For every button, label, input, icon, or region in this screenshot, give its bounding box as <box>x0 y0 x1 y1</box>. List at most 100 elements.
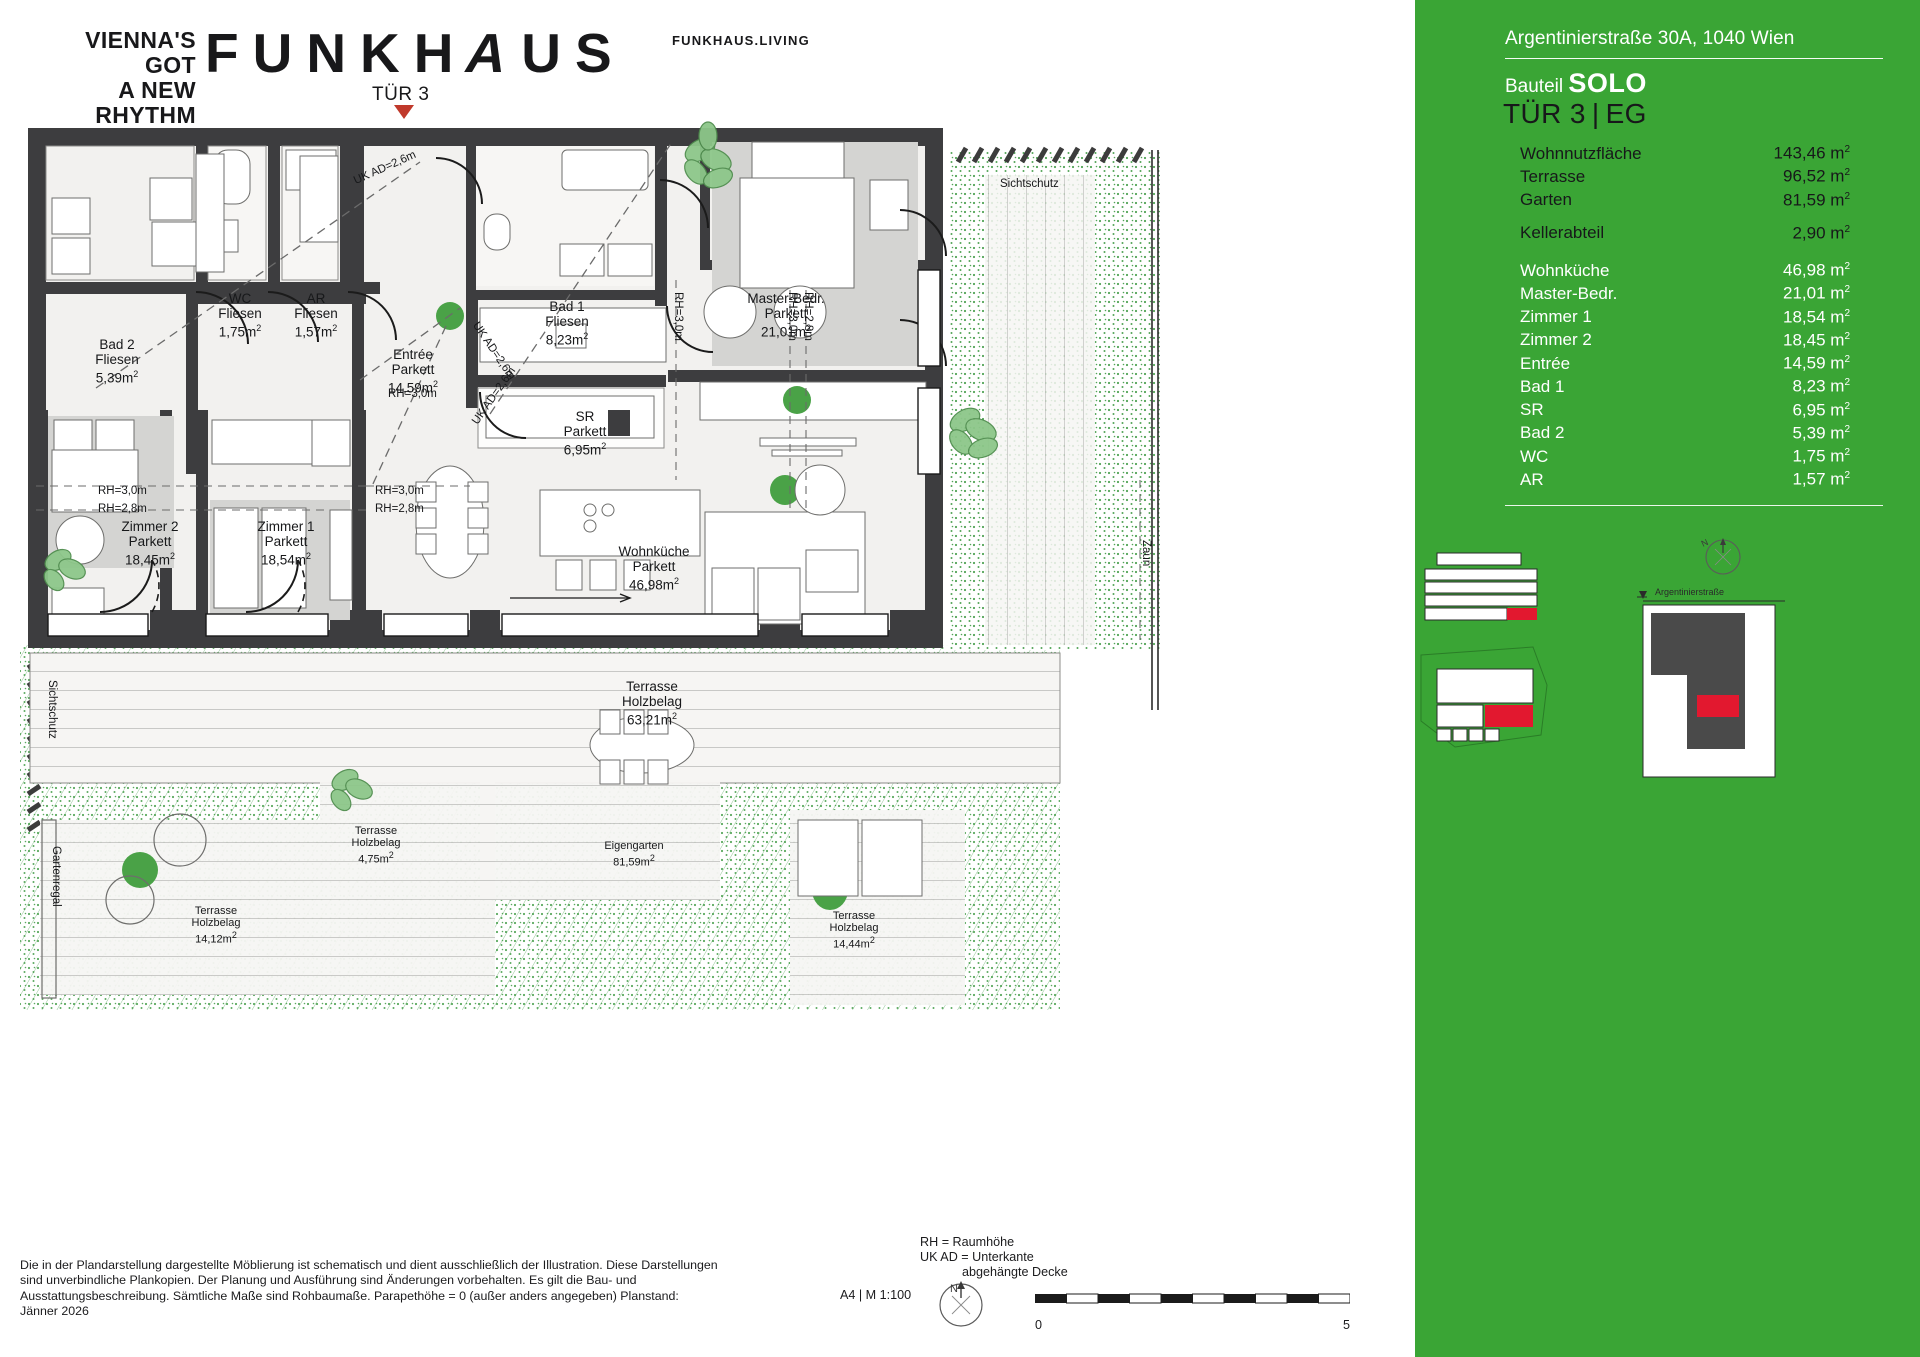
area-group-rooms: Wohnküche 46,98 m2 Master-Bedr. 21,01 m2… <box>1520 257 1850 490</box>
sichtschutz-north <box>955 146 1145 164</box>
brand-text-part2: US <box>521 22 626 84</box>
area-label: Zimmer 2 <box>1520 330 1592 350</box>
rh-dashed-guides <box>36 280 1141 640</box>
compass-rose-icon: N <box>1700 537 1741 575</box>
site-block-diagram: Argentinierstraße <box>1637 587 1785 778</box>
site-plan-diagram <box>1420 646 1548 748</box>
area-row: Garten 81,59 m2 <box>1520 187 1850 210</box>
area-value: 1,75 m2 <box>1792 446 1850 466</box>
area-value: 18,45 m2 <box>1783 330 1850 350</box>
page-header: VIENNA'S GOT A NEW RHYTHM FUNKHAUS FUNKH… <box>0 0 1415 130</box>
area-value: 21,01 m2 <box>1783 283 1850 303</box>
annotation-rh-east-3: RH=2,8m <box>802 292 814 341</box>
area-row: WC 1,75 m2 <box>1520 443 1850 466</box>
tagline-line-4: RHYTHM <box>95 102 196 128</box>
annotation-zaun: Zaun <box>1140 540 1152 567</box>
gartenregal <box>41 819 57 999</box>
terrace-main-deck <box>29 652 1061 784</box>
area-gap <box>1520 210 1850 220</box>
annotation-sichtschutz-west: Sichtschutz <box>46 680 58 739</box>
glazing-south <box>47 593 889 637</box>
area-gap <box>1520 243 1850 257</box>
tagline-line-2: GOT <box>144 52 196 78</box>
area-label: Terrasse <box>1520 166 1586 186</box>
annotation-rh-east-1: RH=3,0m <box>672 292 684 341</box>
area-row: Terrasse 96,52 m2 <box>1520 163 1850 186</box>
legend-block: RH = Raumhöhe UK AD = Unterkante abgehän… <box>920 1235 1068 1280</box>
planstand: Planstand: Jänner 2026 <box>20 1288 679 1319</box>
terrace-sw-deck <box>40 820 320 995</box>
annotation-rh-zimmer2-b: RH=2,8m <box>98 503 147 515</box>
annotation-gartenregal: Gartenregal <box>50 846 62 907</box>
annotation-rh-zimmer2-a: RH=3,0m <box>98 485 147 497</box>
area-value: 1,57 m2 <box>1792 469 1850 489</box>
area-value: 8,23 m2 <box>1792 376 1850 396</box>
funkhaus-logo: FUNKHAUS <box>205 22 626 84</box>
area-value: 2,90 m2 <box>1792 223 1850 243</box>
sidebar-address: Argentinierstraße 30A, 1040 Wien <box>1505 28 1795 49</box>
garden-furniture-west <box>105 813 207 925</box>
building-elevation-diagram <box>1424 552 1538 621</box>
sidebar-door-floor: TÜR 3|EG <box>1503 98 1647 130</box>
area-row: Master-Bedr. 21,01 m2 <box>1520 280 1850 303</box>
brand-subtitle: FUNKHAUS.LIVING <box>672 33 810 48</box>
area-row: Wohnnutzfläche 143,46 m2 <box>1520 140 1850 163</box>
area-value: 143,46 m2 <box>1773 143 1850 163</box>
area-row: Kellerabteil 2,90 m2 <box>1520 220 1850 243</box>
area-value: 14,59 m2 <box>1783 353 1850 373</box>
sidebar-divider <box>1505 505 1883 506</box>
area-value: 18,54 m2 <box>1783 307 1850 327</box>
area-label: AR <box>1520 469 1544 489</box>
annotation-rh-entree: RH=3,0m <box>388 388 437 400</box>
scale-start: 0 <box>1035 1318 1043 1332</box>
terrace-west-deck <box>320 780 495 995</box>
area-label: Bad 2 <box>1520 423 1565 443</box>
area-row: Entrée 14,59 m2 <box>1520 350 1850 373</box>
garden-strip-east <box>950 150 1160 710</box>
area-label: Kellerabteil <box>1520 223 1605 243</box>
area-label: Entrée <box>1520 353 1571 373</box>
area-label: Bad 1 <box>1520 376 1565 396</box>
annotation-rh-east-2: RH=3,0m <box>786 292 798 341</box>
sidebar-floor: EG <box>1605 98 1647 129</box>
scale-end: 5 <box>1342 1318 1350 1332</box>
info-sidebar: Argentinierstraße 30A, 1040 Wien Bauteil… <box>1415 0 1920 1357</box>
tagline-line-3: A NEW <box>118 77 196 103</box>
area-label: Wohnnutzfläche <box>1520 143 1642 163</box>
area-group-primary: Wohnnutzfläche 143,46 m2 Terrasse 96,52 … <box>1520 140 1850 210</box>
tagline-line-1: VIENNA'S <box>85 27 196 53</box>
annotation-rh-zimmer1-b: RH=2,8m <box>375 503 424 515</box>
area-label: Garten <box>1520 190 1572 210</box>
annotation-rh-zimmer1-a: RH=3,0m <box>375 485 424 497</box>
format-scale-label: A4 | M 1:100 <box>840 1288 912 1302</box>
area-label: WC <box>1520 446 1549 466</box>
north-arrow-icon: N <box>930 1272 992 1339</box>
legend-ukad-line2: abgehängte Decke <box>962 1265 1068 1279</box>
scale-bar: 0 5 <box>1035 1290 1351 1332</box>
plan-vector-layer <box>20 121 1160 1010</box>
area-value: 81,59 m2 <box>1783 190 1850 210</box>
legend-rh: RH = Raumhöhe <box>920 1235 1015 1249</box>
svg-text:N: N <box>1700 537 1710 549</box>
brand-slant-a: A <box>460 22 529 84</box>
area-row: SR 6,95 m2 <box>1520 397 1850 420</box>
area-row: Wohnküche 46,98 m2 <box>1520 257 1850 280</box>
disclaimer-text: Die in der Plandarstellung dargestellte … <box>20 1258 720 1320</box>
area-value: 46,98 m2 <box>1783 260 1850 280</box>
area-label: Wohnküche <box>1520 260 1610 280</box>
floor-plan-drawing: Bad 2 Fliesen 5,39m2 WC Fliesen 1,75m2 A… <box>0 120 1415 1020</box>
annotation-sichtschutz-north: Sichtschutz <box>1000 178 1059 190</box>
scale-bar-numbers: 0 5 <box>1035 1318 1350 1332</box>
area-row: Zimmer 2 18,45 m2 <box>1520 327 1850 350</box>
sidebar-bauteil: Bauteil SOLO <box>1505 68 1647 99</box>
brand-text-part1: FUNKH <box>205 22 468 84</box>
site-maps: Argentinierstraße N <box>1415 535 1920 795</box>
door-swings <box>99 157 947 613</box>
area-row: Bad 2 5,39 m2 <box>1520 420 1850 443</box>
area-label: Master-Bedr. <box>1520 283 1618 303</box>
sidebar-separator: | <box>1591 98 1600 129</box>
glazing-east <box>917 269 941 475</box>
bauteil-label: Bauteil <box>1505 76 1564 97</box>
terrace-lounge-set <box>797 819 923 897</box>
